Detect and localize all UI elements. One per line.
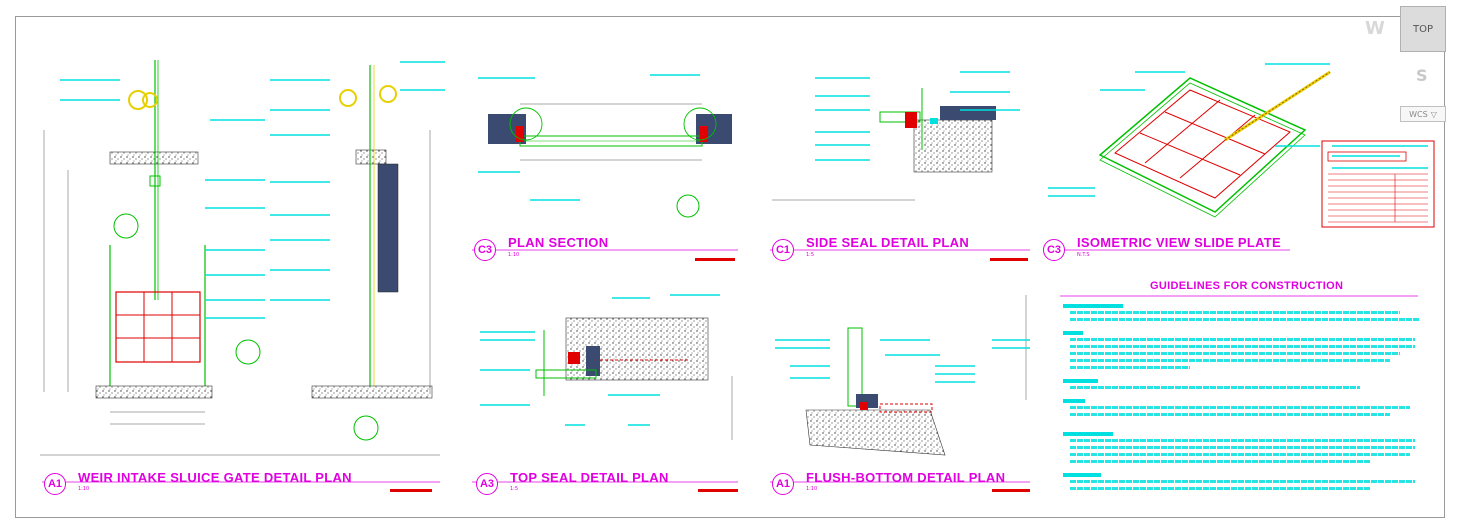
view-tag-c3-plan: C3: [474, 239, 496, 261]
view-scale-flush-bottom: 1:10: [806, 486, 818, 492]
view-scale-weir-gate: 1:10: [78, 486, 90, 492]
top-seal-detail-drawing: [480, 294, 733, 440]
view-title-side-seal[interactable]: SIDE SEAL DETAIL PLAN: [806, 235, 970, 250]
wcs-dropdown[interactable]: WCS▽: [1400, 106, 1446, 122]
viewcube-south-label[interactable]: S: [1416, 66, 1428, 85]
view-title-plan-section[interactable]: PLAN SECTION: [508, 235, 609, 250]
material-schedule-table: [1321, 140, 1435, 228]
view-tag-a1-flush-bottom: A1: [772, 473, 794, 495]
flush-bottom-detail-drawing: [775, 295, 1030, 456]
view-scale-side-seal: 1:5: [806, 252, 815, 258]
view-title-isometric[interactable]: ISOMETRIC VIEW SLIDE PLATE: [1077, 235, 1282, 250]
scale-bars: [390, 258, 1030, 492]
view-scale-isometric: N.T.S: [1077, 252, 1090, 258]
drawing-sheet-border: [15, 16, 1445, 518]
view-tag-a1-weir: A1: [44, 473, 66, 495]
view-scale-plan-section: 1:10: [508, 252, 520, 258]
view-title-weir-gate[interactable]: WEIR INTAKE SLUICE GATE DETAIL PLAN: [78, 470, 352, 485]
view-tag-c1-side-seal: C1: [772, 239, 794, 261]
viewcube-top-face[interactable]: TOP: [1400, 6, 1446, 52]
weir-gate-side-elevation: [270, 61, 445, 441]
view-scale-top-seal: 1:5: [510, 486, 519, 492]
weir-gate-front-elevation: [40, 60, 440, 456]
view-title-top-seal[interactable]: TOP SEAL DETAIL PLAN: [510, 470, 669, 485]
wcs-label: WCS: [1409, 109, 1428, 119]
view-tag-a3-top-seal: A3: [476, 473, 498, 495]
view-title-underlines: [42, 249, 1290, 483]
viewcube-top-label: TOP: [1412, 23, 1433, 35]
guidelines-title[interactable]: GUIDELINES FOR CONSTRUCTION: [1150, 280, 1344, 292]
isometric-slide-plate-drawing: [1048, 63, 1331, 218]
view-tag-c3-isometric: C3: [1043, 239, 1065, 261]
plan-section-drawing: [478, 74, 732, 218]
chevron-down-icon: ▽: [1430, 109, 1437, 119]
side-seal-detail-drawing: [772, 71, 1020, 201]
view-title-flush-bottom[interactable]: FLUSH-BOTTOM DETAIL PLAN: [806, 470, 1006, 485]
viewcube-west-label[interactable]: W: [1365, 18, 1385, 39]
